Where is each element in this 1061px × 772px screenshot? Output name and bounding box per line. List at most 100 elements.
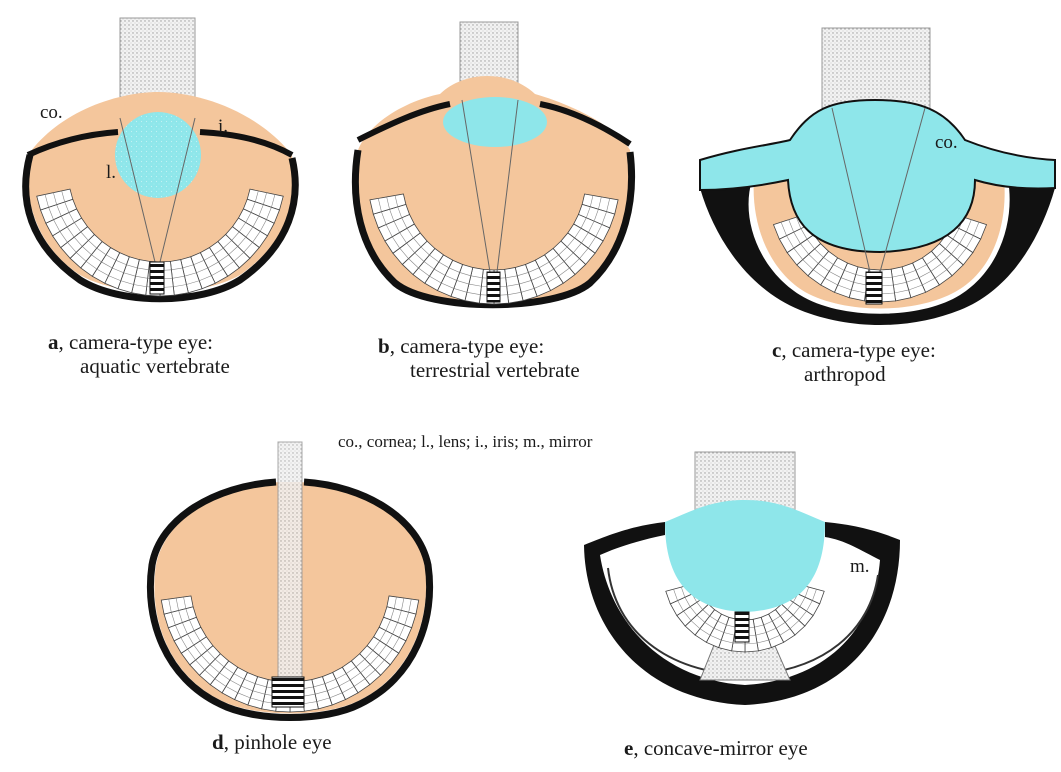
- retina-cell-stripe: [506, 283, 520, 287]
- retina-cell: [36, 188, 74, 211]
- panel-b-receptor: [486, 271, 501, 303]
- retina-cell-stripe: [250, 201, 256, 213]
- caption-d-line1: pinhole eye: [234, 730, 332, 754]
- retina-cell-stripe: [406, 242, 415, 253]
- retina-cell-stripe: [553, 261, 565, 270]
- retina-cell-stripe: [699, 628, 711, 636]
- caption-b-letter: b: [378, 334, 390, 358]
- retina-cell-stripe: [806, 600, 813, 612]
- retina-cell-stripe: [702, 609, 710, 617]
- retina-cell-stripe: [812, 589, 817, 601]
- retina-cell-stripe: [66, 226, 75, 238]
- retina-cell-stripe: [756, 639, 769, 644]
- retina-cell-stripe: [392, 622, 398, 635]
- retina-cell-stripe: [456, 280, 469, 285]
- retina-cell-stripe: [934, 269, 948, 279]
- retina-cell-stripe: [263, 192, 267, 205]
- retina-cell-stripe: [418, 267, 430, 277]
- retina-cell-stripe: [755, 632, 767, 636]
- retina-cell-stripe: [360, 664, 371, 674]
- panel-d-retina: [160, 595, 420, 713]
- panel-d-eye-wall: [146, 478, 434, 721]
- panel-b-iris-right: [539, 101, 632, 147]
- retina-cell-stripe: [800, 228, 808, 240]
- panel-a-eye-wall: [22, 154, 299, 303]
- retina-cell-stripe: [799, 597, 806, 607]
- retina-cell-stripe: [606, 198, 611, 212]
- retina-cell-stripe: [225, 686, 238, 694]
- retina-cell-stripe: [135, 275, 148, 279]
- retina-cell-stripe: [252, 231, 261, 243]
- retina-cell-stripe: [237, 692, 251, 699]
- retina-cell-stripe: [973, 222, 980, 236]
- retina-cell-stripe: [448, 267, 460, 273]
- retina-cell-stripe: [546, 275, 559, 284]
- retina-cell-stripe: [271, 194, 276, 208]
- retina-cell-stripe: [598, 196, 602, 210]
- retina-cell-stripe: [73, 236, 83, 247]
- panel-b-retina: [369, 193, 619, 305]
- retina-cell-stripe: [542, 268, 555, 276]
- retina-cell-stripe: [726, 624, 736, 628]
- panel-a-iris-right: [199, 129, 294, 158]
- retina-cell-stripe: [398, 625, 405, 638]
- retina-cell-stripe: [199, 275, 212, 282]
- retina-cell-stripe: [837, 284, 852, 291]
- retina-cell-stripe: [413, 237, 422, 248]
- caption-c-letter: c: [772, 338, 782, 362]
- panel-e-receptor: [734, 611, 750, 643]
- retina-cell-stripe: [193, 644, 202, 656]
- retina-cell-stripe: [441, 282, 454, 289]
- retina-cell-stripe: [588, 221, 595, 233]
- retina-cell-stripe: [389, 209, 395, 222]
- retina-cell-stripe: [213, 247, 224, 256]
- panel-e-eye-wall: [584, 522, 900, 705]
- retina-cell-stripe: [574, 228, 582, 239]
- retina-cell-stripe: [364, 669, 376, 679]
- retina-cell-stripe: [397, 610, 402, 623]
- retina-cell-stripe: [252, 215, 260, 228]
- retina-cell-stripe: [589, 195, 594, 207]
- retina-cell-stripe: [218, 254, 229, 263]
- retina-cell-stripe: [228, 246, 238, 255]
- retina-cell-stripe: [112, 267, 124, 274]
- retina-cell-stripe: [908, 284, 923, 291]
- retina-cell-stripe: [238, 222, 246, 233]
- retina-cell-stripe: [941, 254, 952, 264]
- panel-c-eye: co.: [699, 27, 1056, 325]
- retina-cell-stripe: [696, 602, 703, 610]
- retina-cell-stripe: [466, 292, 481, 296]
- panel-a-label-cornea: co.: [40, 102, 63, 123]
- panel-b-eye: [351, 21, 636, 309]
- retina-cell-stripe: [453, 288, 467, 293]
- retina-cell-stripe: [53, 192, 57, 205]
- retina-cell-stripe: [233, 252, 245, 262]
- retina-cell-stripe: [796, 217, 802, 229]
- retina-cell-stripe: [763, 620, 773, 626]
- retina-cell-stripe: [88, 240, 97, 249]
- retina-cell-stripe: [96, 247, 107, 256]
- panel-e-label-mirror: m.: [850, 556, 870, 577]
- retina-cell-stripe: [178, 610, 183, 623]
- panel-a-iris-left: [26, 129, 119, 158]
- retina-cell-stripe: [904, 270, 916, 275]
- retina-cell-stripe: [189, 619, 195, 631]
- retina-cell-stripe: [397, 206, 403, 218]
- retina-cell-stripe: [44, 194, 49, 208]
- retina-cell-stripe: [193, 630, 201, 642]
- retina-cell-stripe: [789, 620, 800, 629]
- retina-cell-stripe: [579, 247, 589, 259]
- retina-cell-stripe: [775, 622, 786, 629]
- retina-cell-stripe: [214, 678, 227, 687]
- caption-d-letter: d: [212, 730, 224, 754]
- retina-cell-stripe: [266, 207, 272, 220]
- retina-cell-stripe: [558, 267, 570, 277]
- retina-cell-stripe: [585, 206, 591, 218]
- retina-cell-stripe: [709, 615, 718, 622]
- retina-cell-stripe: [766, 627, 777, 633]
- retina-cell-stripe: [372, 640, 381, 651]
- caption-c-line2: arthropod: [804, 362, 886, 386]
- retina-cell-stripe: [316, 697, 330, 702]
- retina-cell-stripe: [60, 215, 68, 228]
- retina-cell-stripe: [56, 204, 62, 217]
